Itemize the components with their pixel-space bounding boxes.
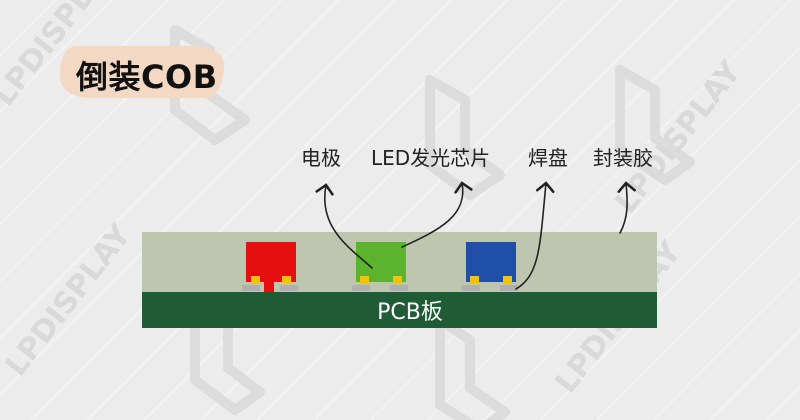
solder-pad <box>280 285 298 291</box>
pcb-board <box>142 292 657 328</box>
label-solder-pad: 焊盘 <box>528 146 568 170</box>
electrode <box>503 276 512 283</box>
solder-pad <box>242 285 260 291</box>
solder-pad <box>390 285 408 291</box>
arrow-led-chip <box>401 181 473 248</box>
solder-pad <box>500 285 518 291</box>
blue-led-chip <box>462 242 518 291</box>
arrow-solder-pad <box>515 181 555 290</box>
label-encapsulant: 封装胶 <box>593 146 653 170</box>
arrow-electrode <box>315 183 373 269</box>
solder-pad <box>462 285 480 291</box>
pcb-label: PCB板 <box>377 300 443 325</box>
electrode <box>470 276 479 283</box>
red-led-chip <box>242 242 298 292</box>
electrode <box>360 276 369 283</box>
title-badge: 倒装COB <box>60 46 224 98</box>
solder-pad <box>352 285 370 291</box>
label-electrode: 电极 <box>301 146 341 170</box>
arrow-encapsulant <box>617 181 636 234</box>
electrode <box>282 276 291 283</box>
label-led-chip: LED发光芯片 <box>371 146 491 170</box>
page-title: 倒装COB <box>76 58 218 96</box>
electrode <box>393 276 402 283</box>
electrode <box>251 276 260 283</box>
title-highlight <box>60 46 224 98</box>
